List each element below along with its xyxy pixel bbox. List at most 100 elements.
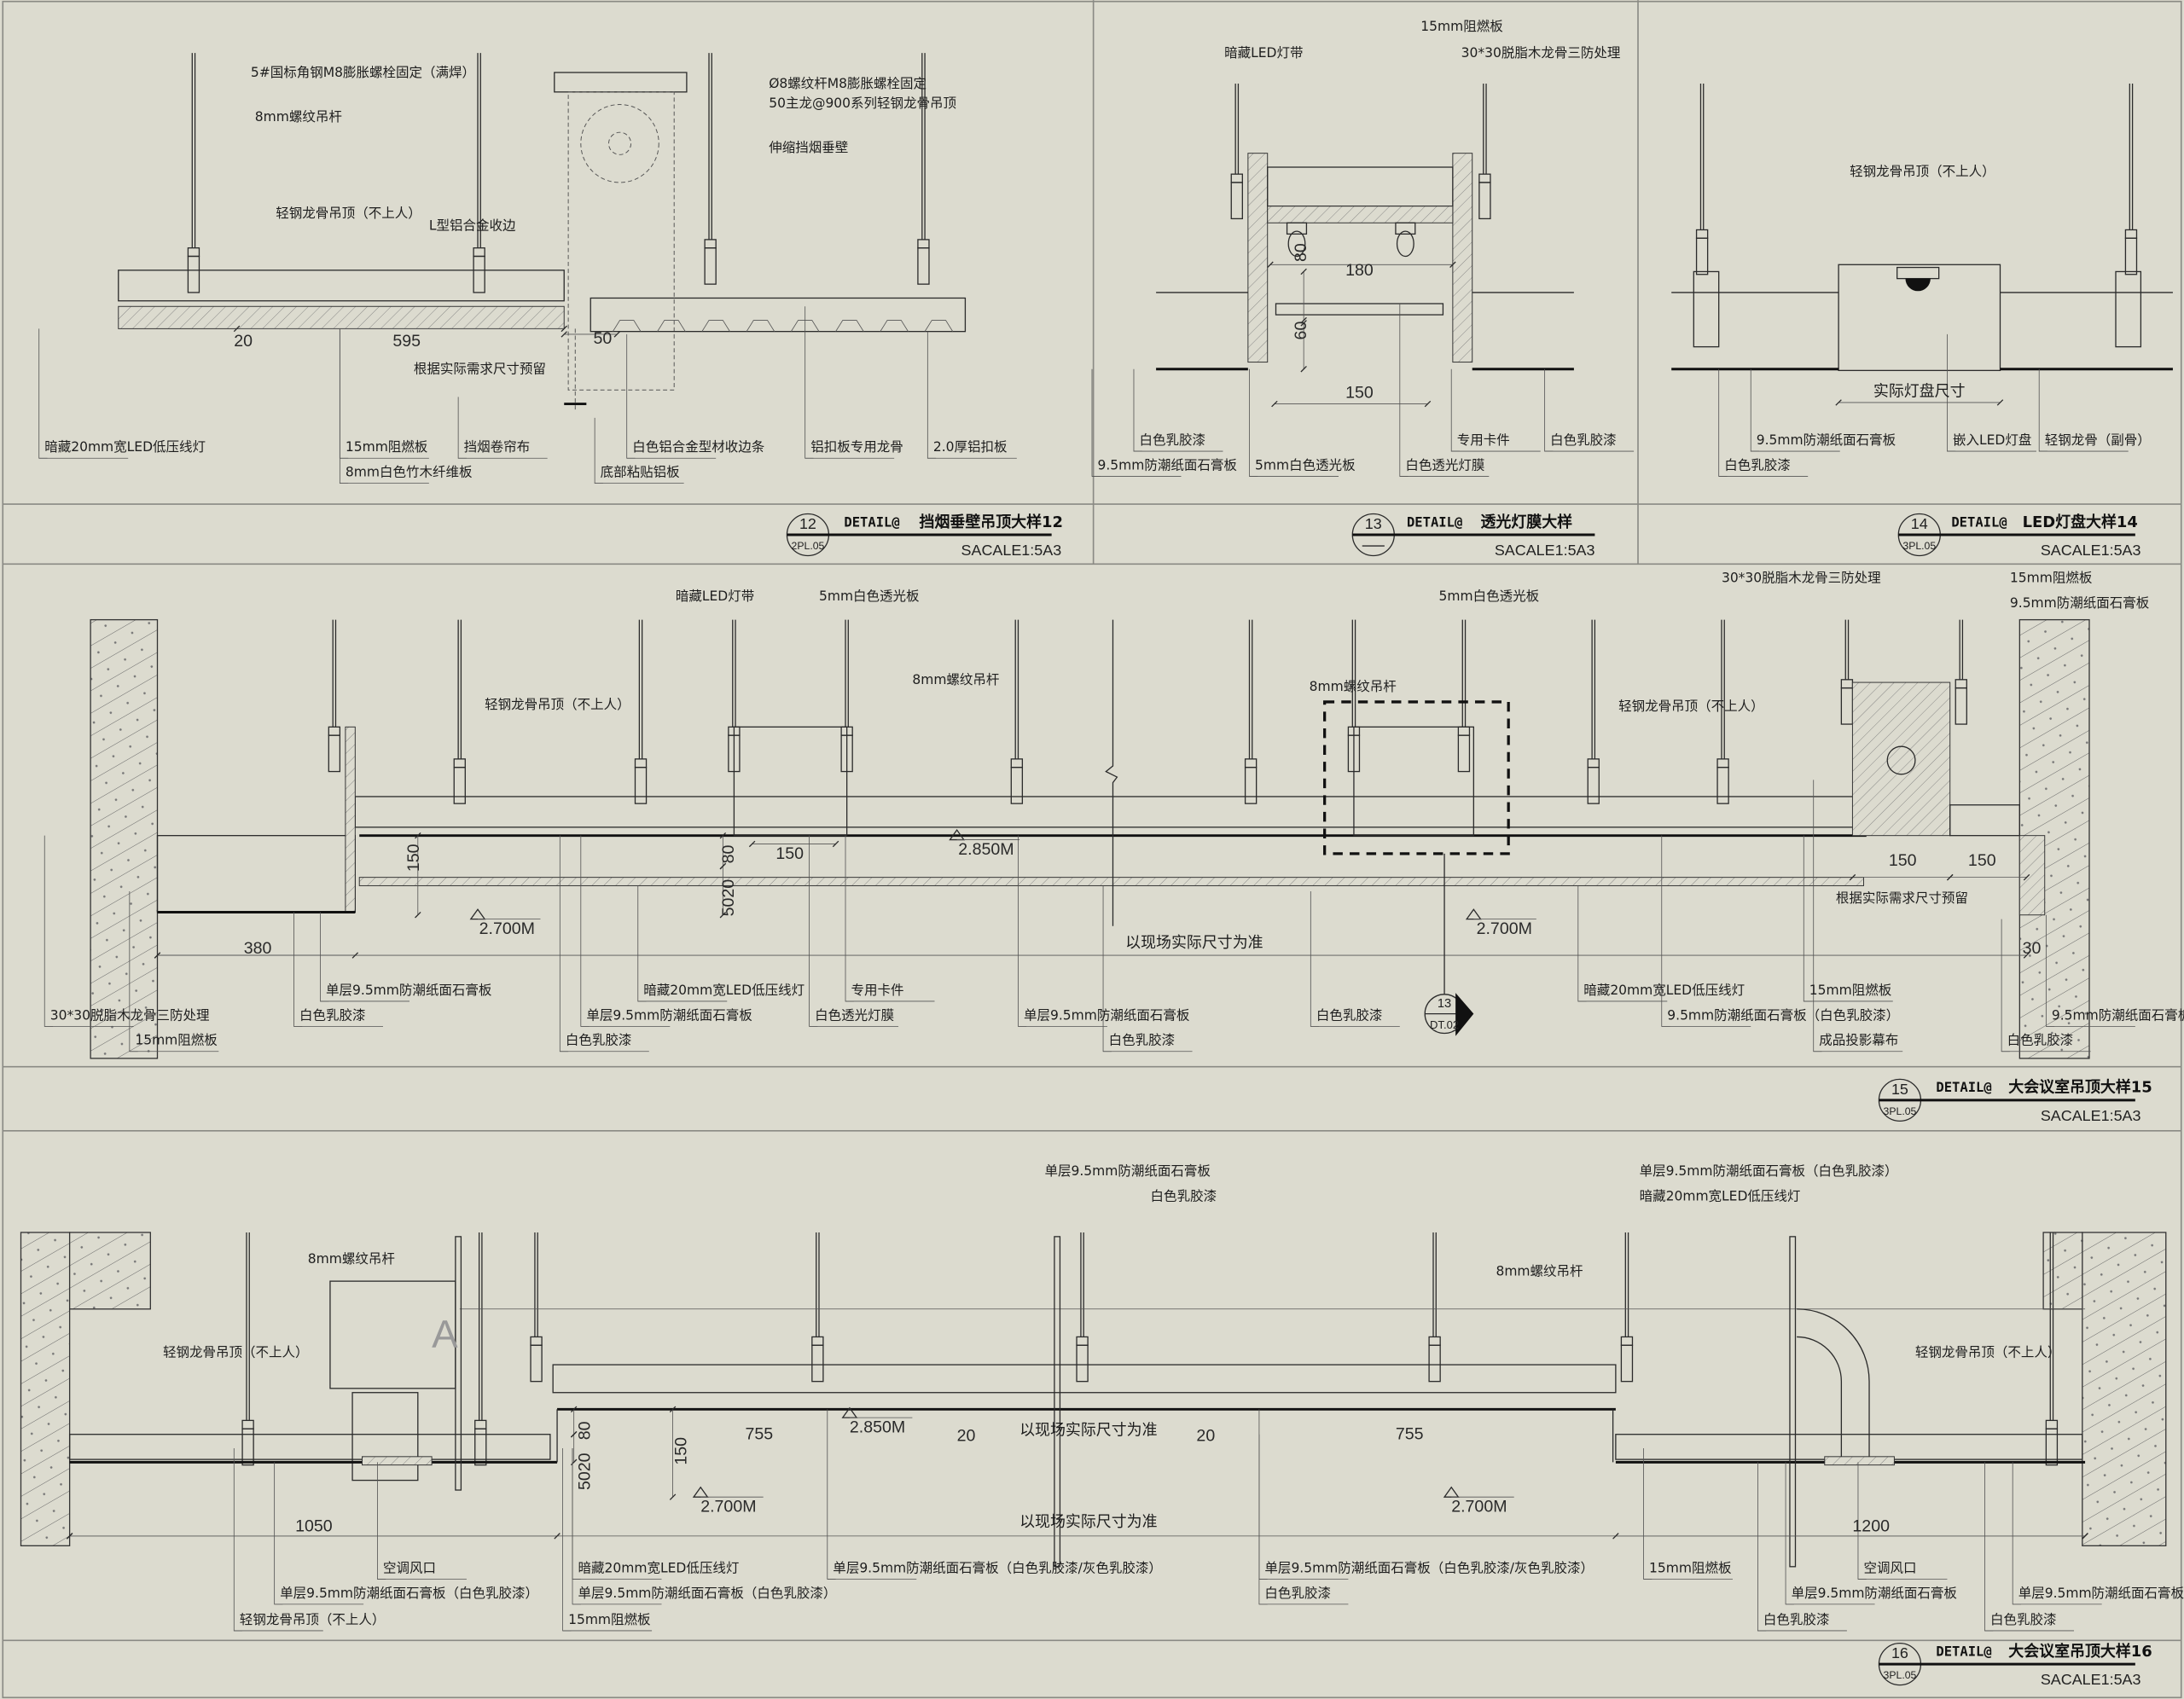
hanger-clip <box>1244 767 1258 804</box>
callout-label: 15mm阻燃板 <box>1649 1560 1731 1575</box>
detail-title-block: 14 3PL.05 DETAIL@ LED灯盘大样14 SACALE1:5A3 <box>1897 513 2141 559</box>
detail-prefix: DETAIL@ <box>844 514 899 530</box>
dimension-tick <box>570 1430 578 1438</box>
detail-number: 13 <box>1365 515 1382 532</box>
side-board <box>1247 153 1269 363</box>
detail-scale: SACALE1:5A3 <box>1495 542 1595 559</box>
duct-elbow <box>1797 1336 1843 1463</box>
break-bar <box>455 1236 462 1491</box>
detail-prefix: DETAIL@ <box>1936 1080 1991 1095</box>
detail-title: 透光灯膜大样 <box>1481 513 1573 531</box>
hanger-clip <box>1010 767 1024 804</box>
callout-label: 专用卡件 <box>1457 432 1510 448</box>
bamboo-fiber-board <box>118 305 565 329</box>
dimension-text: 5020 <box>576 1453 595 1490</box>
callout-label: 空调风口 <box>1863 1560 1916 1575</box>
callout-label: 5mm白色透光板 <box>1439 589 1540 604</box>
concrete-wall-right-upper <box>2042 1232 2083 1310</box>
callout-label: 单层9.5mm防潮纸面石膏板（白色乳胶漆/灰色乳胶漆） <box>1264 1560 1594 1575</box>
level-text: 2.700M <box>1451 1498 1507 1516</box>
callout-label: 白色乳胶漆 <box>1724 457 1791 473</box>
sheet-reference: 3PL.05 <box>1884 1669 1917 1681</box>
smoke-barrier <box>567 91 675 391</box>
callout-label: 30*30脱脂木龙骨三防处理 <box>1461 45 1621 61</box>
dimension-text: 755 <box>1396 1425 1424 1444</box>
detail-15: 暗藏LED灯带 5mm白色透光板 8mm螺纹吊杆 轻钢龙骨吊顶（不上人） 5mm… <box>50 571 2184 1124</box>
callout-label: 白色乳胶漆 <box>566 1033 632 1048</box>
callout-label: 8mm螺纹吊杆 <box>912 672 999 687</box>
hanger-clip <box>1478 182 1491 220</box>
callout-label: 伸缩挡烟垂壁 <box>769 140 848 155</box>
dimension-tick <box>2082 1533 2088 1540</box>
callout-label: 暗藏20mm宽LED低压线灯 <box>1583 983 1745 998</box>
air-vent <box>362 1456 433 1466</box>
callout-label: 单层9.5mm防潮纸面石膏板（白色乳胶漆） <box>1640 1163 1898 1179</box>
callout-label: 9.5mm防潮纸面石膏板（白色乳胶漆） <box>1667 1007 1899 1023</box>
callout-label: 以现场实际尺寸为准 <box>1019 1421 1157 1439</box>
side-board <box>345 726 356 913</box>
detail-title: 大会议室吊顶大样16 <box>2008 1642 2152 1661</box>
main-channel <box>118 270 565 302</box>
dimension-tick <box>669 1406 677 1413</box>
downlight <box>1905 278 1931 292</box>
detail-title-block: 12 2PL.05 DETAIL@ 挡烟垂壁吊顶大样12 SACALE1:5A3 <box>786 513 1063 559</box>
dimension-text: 150 <box>671 1437 690 1465</box>
detail-number: 12 <box>799 515 816 532</box>
dimension-tick <box>1835 399 1842 406</box>
led-bulb <box>1396 230 1414 258</box>
level-text: 2.850M <box>958 840 1014 859</box>
light-trough <box>733 726 848 837</box>
callout-label: 15mm阻燃板 <box>1420 19 1502 34</box>
equipment-door <box>351 1392 419 1482</box>
callout-label: 白色铝合金型材收边条 <box>632 439 764 455</box>
concrete-wall-right <box>2082 1232 2167 1546</box>
aluminum-tooth <box>701 320 730 332</box>
dimension-tick <box>1300 320 1307 327</box>
callout-label: 15mm阻燃板 <box>346 439 427 455</box>
callout-label: 白色乳胶漆 <box>1140 432 1206 448</box>
projection-screen-roll <box>1886 745 1916 775</box>
detail-prefix: DETAIL@ <box>1407 514 1462 530</box>
callout-label: 白色透光灯膜 <box>815 1007 894 1023</box>
callout-label: 8mm螺纹吊杆 <box>308 1251 395 1267</box>
callout-label: 9.5mm防潮纸面石膏板 <box>2052 1007 2184 1023</box>
callout-label: 白色乳胶漆 <box>1763 1612 1830 1627</box>
hanger-clip <box>1620 1344 1634 1383</box>
callout-label: 单层9.5mm防潮纸面石膏板 <box>2018 1586 2184 1601</box>
dimension-text: 150 <box>1345 383 1374 402</box>
callout-label: 15mm阻燃板 <box>568 1612 650 1627</box>
hanger-clip <box>2045 1428 2059 1466</box>
dimension-tick <box>1300 316 1307 324</box>
dimension-tick <box>748 840 756 848</box>
wood-keel <box>1949 804 2020 837</box>
callout-label: 轻钢龙骨吊顶（不上人） <box>163 1344 309 1360</box>
dimension-text: 150 <box>1889 851 1917 870</box>
detail-13-callout-box <box>1323 700 1510 855</box>
sheet-reference: 3PL.05 <box>1902 540 1936 552</box>
hanger-clip <box>2124 237 2138 275</box>
dimension-tick <box>1271 400 1278 408</box>
callout-label: 单层9.5mm防潮纸面石膏板 <box>586 1007 752 1023</box>
concrete-wall-left <box>90 618 159 1059</box>
dimension-tick <box>554 1533 561 1540</box>
detail-13: 15mm阻燃板 暗藏LED灯带 30*30脱脂木龙骨三防处理 白色乳胶漆 9.5… <box>1098 19 1621 559</box>
callout-label: 轻钢龙骨吊顶（不上人） <box>485 697 630 712</box>
callout-label: 2.0厚铝扣板 <box>933 439 1008 455</box>
callout-label: 实际灯盘尺寸 <box>1873 382 1966 400</box>
concrete-wall-left-upper <box>68 1232 151 1310</box>
callout-label: 白色乳胶漆 <box>1109 1033 1176 1048</box>
hanger-clip <box>530 1344 543 1383</box>
break-bar <box>1054 1236 1061 1568</box>
callout-label: 白色乳胶漆 <box>1550 432 1617 448</box>
dimension-tick <box>1996 399 2004 406</box>
dimension-tick <box>1849 873 1856 881</box>
callout-label: 单层9.5mm防潮纸面石膏板（白色乳胶漆） <box>280 1586 538 1601</box>
led-strip-layer <box>358 877 1864 886</box>
dimension-text: 180 <box>1345 261 1374 280</box>
dimension-text: 1200 <box>1852 1516 1890 1535</box>
aluminum-tooth <box>835 320 864 332</box>
callout-label: 9.5mm防潮纸面石膏板 <box>1757 432 1896 448</box>
hanger-clip <box>1695 237 1709 275</box>
dimension-text: 80 <box>1292 243 1310 262</box>
detail-scale: SACALE1:5A3 <box>2041 1107 2141 1124</box>
